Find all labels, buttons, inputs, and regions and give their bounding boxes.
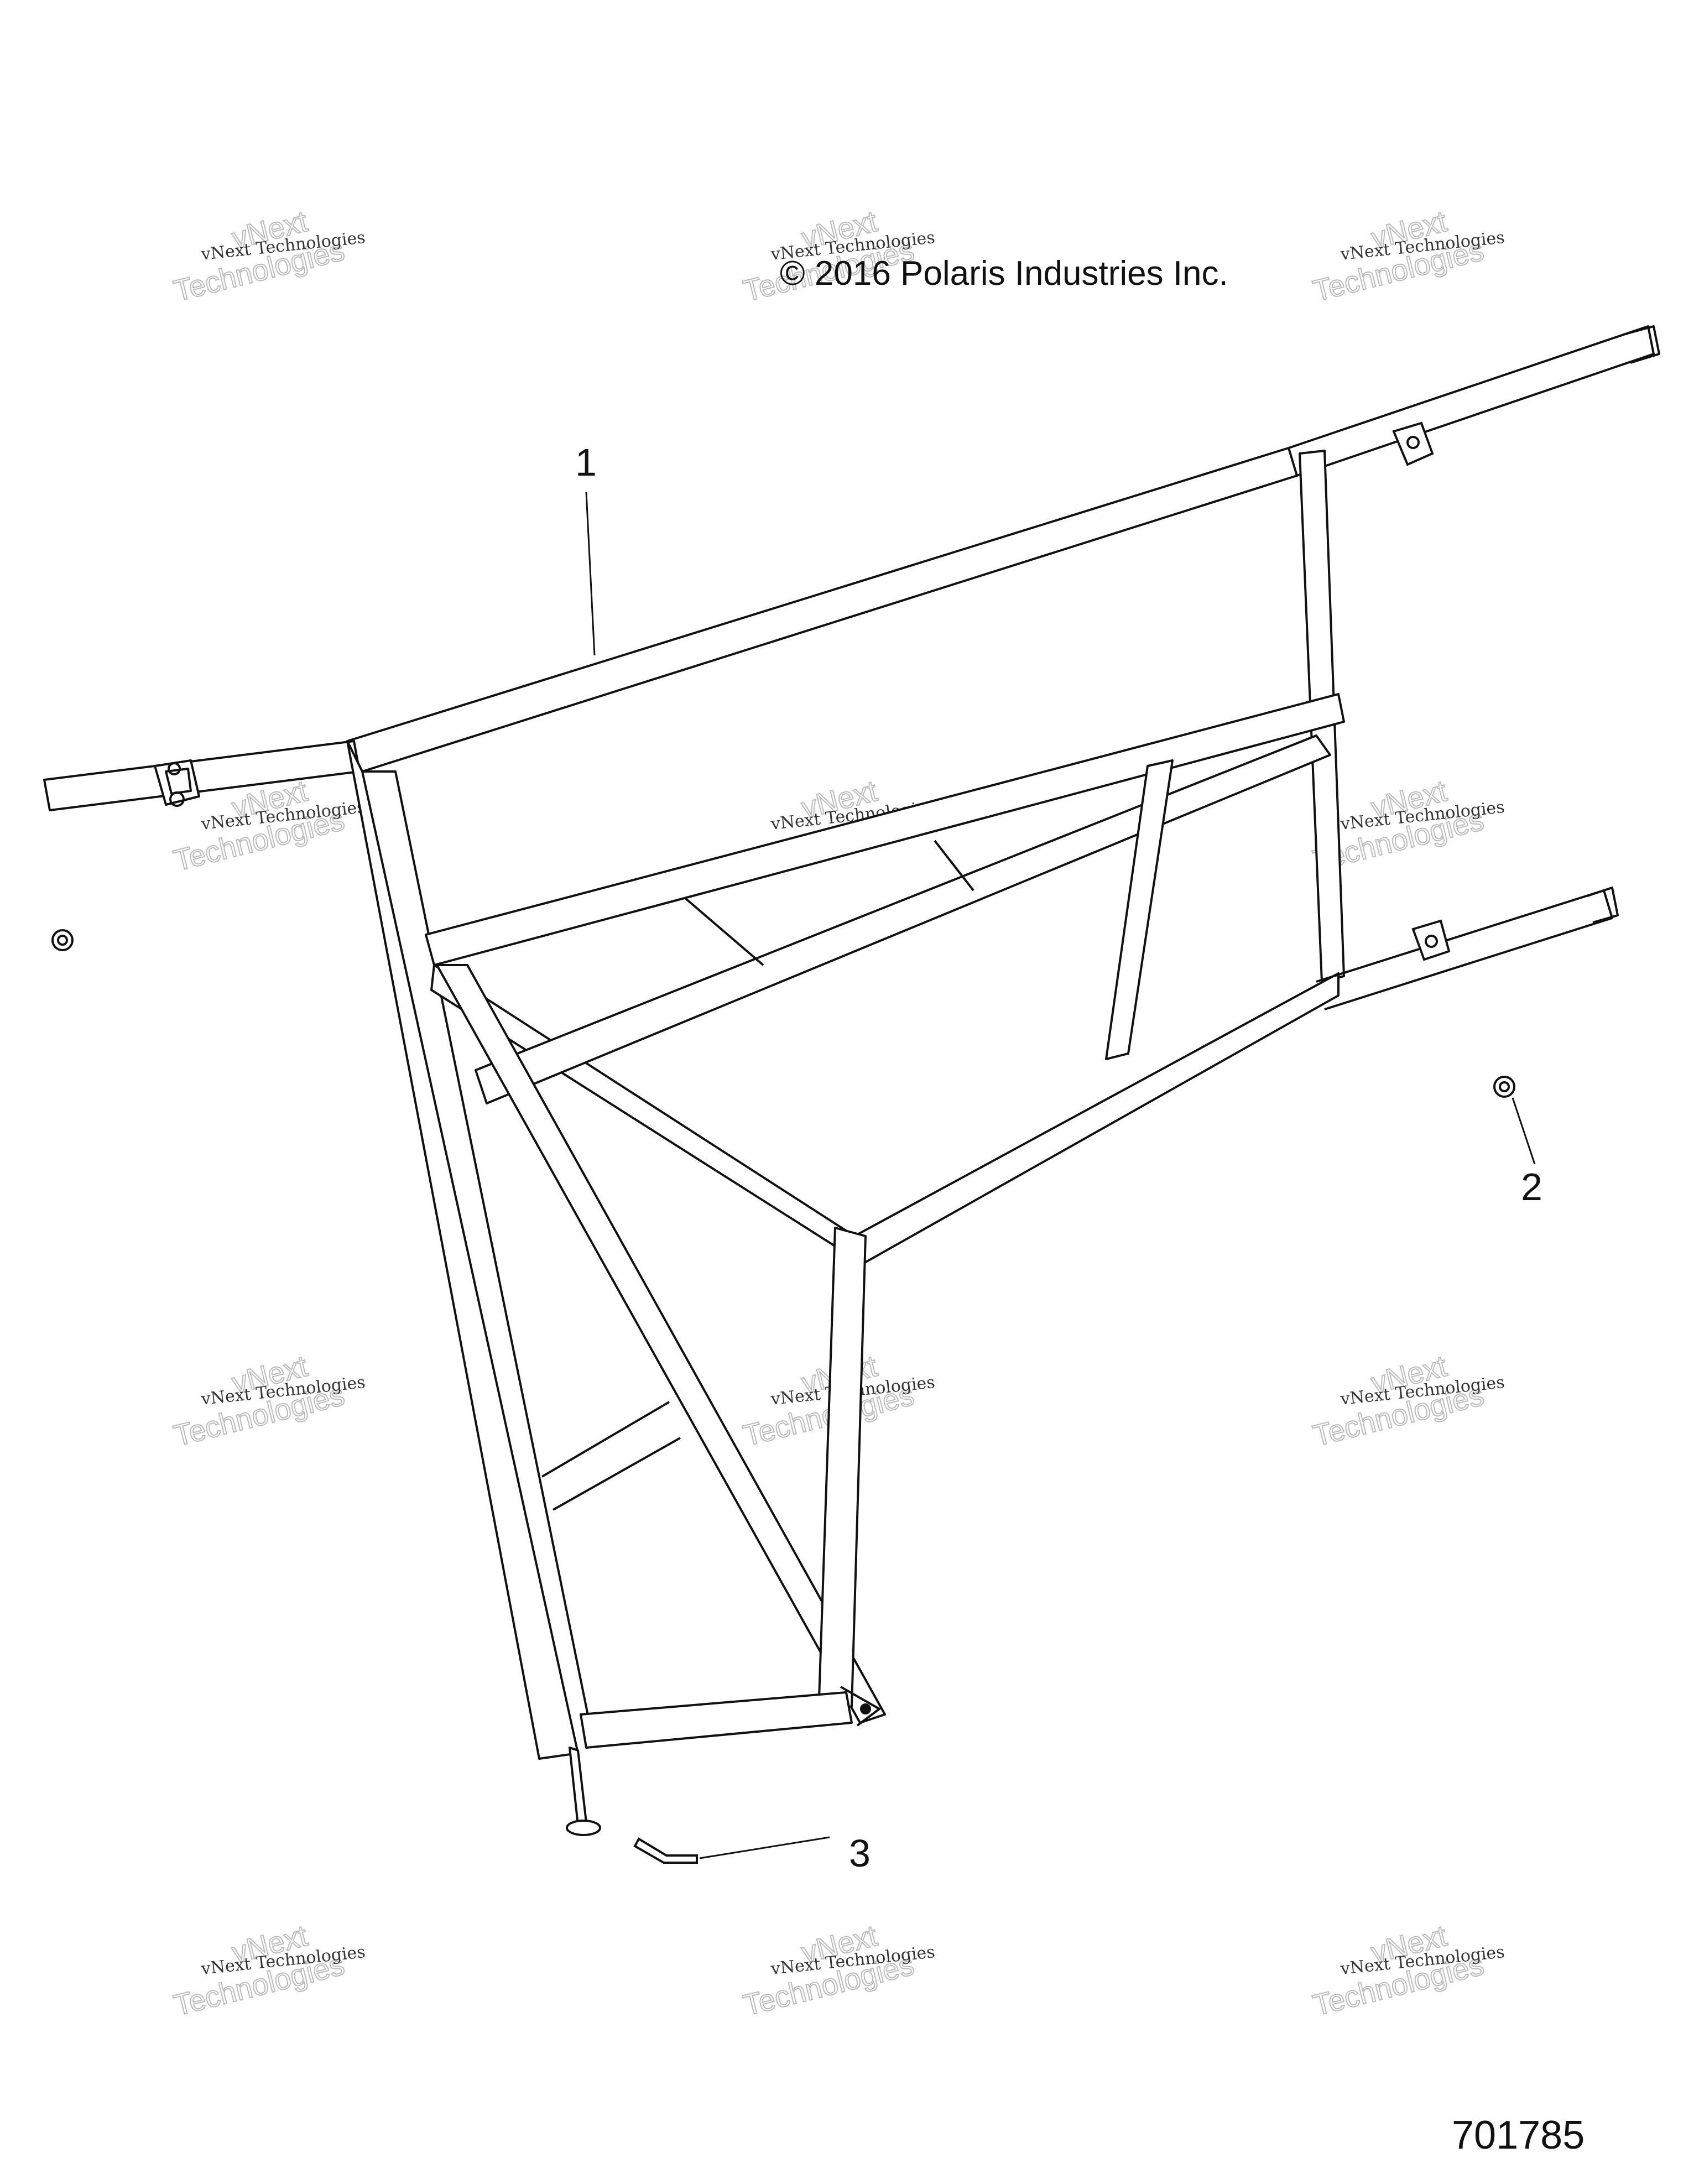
copyright-text: © 2016 Polaris Industries Inc.	[780, 254, 1228, 293]
door-net-frame	[43, 325, 1660, 1836]
clip-icon	[633, 1836, 830, 1864]
nut-icon	[1493, 1076, 1536, 1165]
nut-icon-left	[51, 929, 74, 951]
callout-3-label: 3	[849, 1832, 871, 1875]
callout-2-label: 2	[1521, 1165, 1542, 1208]
figure-number: 701785	[1452, 2113, 1585, 2157]
strap-clasp-upper	[1392, 421, 1434, 466]
strap-clasp-lower	[1411, 919, 1451, 961]
callout-1-label: 1	[575, 441, 597, 484]
